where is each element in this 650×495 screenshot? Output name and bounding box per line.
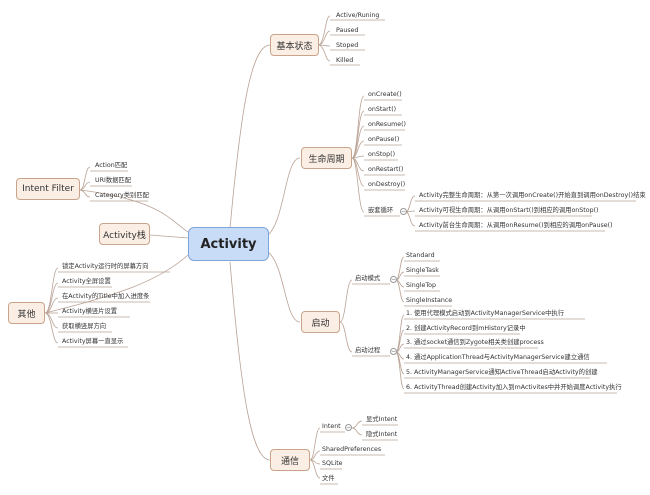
lifecycle-item[interactable]: onPause() — [368, 136, 400, 143]
comm-intent-item[interactable]: 显式Intent — [366, 416, 398, 423]
comm-intent-item[interactable]: 隐式Intent — [366, 431, 398, 438]
lifecycle-nested-item[interactable]: Activity完整生命周期：从第一次调用onCreate()开始直到调用onD… — [419, 192, 646, 199]
lifecycle-item[interactable]: onDestroy() — [368, 181, 406, 188]
launch-process-step[interactable]: 3. 通过socket通信到Zygote相关类创建process — [406, 339, 544, 346]
branch-lifecycle[interactable]: 生命周期 — [301, 147, 352, 169]
launch-process-step[interactable]: 1. 使用代理模式启动到ActivityManagerService中执行 — [406, 310, 564, 317]
collapse-toggle-icon[interactable]: − — [345, 424, 352, 431]
branch-activity-stack[interactable]: Activity栈 — [99, 223, 150, 245]
launch-mode-item[interactable]: SingleTask — [406, 267, 439, 274]
launch-mode-item[interactable]: Standard — [406, 252, 435, 259]
lifecycle-item[interactable]: onResume() — [368, 121, 407, 128]
launch-process-label[interactable]: 启动过程 — [355, 347, 381, 354]
state-item[interactable]: Active/Runing — [336, 12, 380, 19]
filter-item[interactable]: Category类别匹配 — [95, 192, 149, 199]
launch-mode-item[interactable]: SingleTop — [406, 282, 436, 289]
launch-mode-item[interactable]: SingleInstance — [406, 297, 453, 304]
launch-process-step[interactable]: 2. 创建ActivityRecord到mHistory记录中 — [406, 325, 526, 332]
other-item[interactable]: Activity屏幕一直显示 — [62, 338, 124, 345]
lifecycle-nested-item[interactable]: Activity前台生命周期：从调用onResume()到相应的调用onPaus… — [419, 222, 613, 229]
branch-other[interactable]: 其他 — [8, 302, 45, 324]
branch-launch[interactable]: 启动 — [301, 311, 340, 333]
other-item[interactable]: 获取横竖屏方向 — [62, 323, 107, 330]
launch-process-step[interactable]: 6. ActivityThread创建Activity加入到mActivites… — [406, 384, 622, 391]
comm-item[interactable]: SQLite — [322, 460, 343, 467]
branch-communication[interactable]: 通信 — [270, 449, 310, 471]
filter-item[interactable]: Action匹配 — [95, 162, 128, 169]
branch-state[interactable]: 基本状态 — [270, 34, 319, 56]
other-item[interactable]: 锁定Activity运行时的屏幕方向 — [62, 263, 149, 270]
branch-intent-filter[interactable]: Intent Filter — [16, 178, 80, 200]
state-item[interactable]: Paused — [336, 27, 359, 34]
collapse-toggle-icon[interactable]: − — [390, 348, 397, 355]
central-topic[interactable]: Activity — [188, 227, 269, 261]
collapse-toggle-icon[interactable]: − — [400, 208, 407, 215]
comm-item[interactable]: SharedPreferences — [322, 446, 382, 453]
lifecycle-nested-item[interactable]: Activity可视生命周期：从调用onStart()到相应的调用onStop(… — [419, 207, 599, 214]
lifecycle-item[interactable]: onCreate() — [368, 91, 402, 98]
other-item[interactable]: Activity横竖片设置 — [62, 308, 118, 315]
launch-process-step[interactable]: 5. ActivityManagerService通知ActiveThread启… — [406, 369, 598, 376]
collapse-toggle-icon[interactable]: − — [390, 276, 397, 283]
state-item[interactable]: Stoped — [336, 42, 359, 49]
comm-intent-label[interactable]: Intent — [322, 423, 341, 430]
filter-item[interactable]: URI数据匹配 — [95, 177, 132, 184]
other-item[interactable]: Activity全屏设置 — [62, 278, 111, 285]
lifecycle-nested-label[interactable]: 嵌套循环 — [368, 207, 394, 214]
other-item[interactable]: 在Activity的Title中加入进度条 — [62, 293, 150, 300]
launch-process-step[interactable]: 4. 通过ApplicationThread与ActivityManagerSe… — [406, 354, 590, 361]
lifecycle-item[interactable]: onStart() — [368, 106, 397, 113]
state-item[interactable]: Killed — [336, 57, 354, 64]
comm-item[interactable]: 文件 — [322, 475, 335, 482]
launch-mode-label[interactable]: 启动模式 — [355, 275, 381, 282]
lifecycle-item[interactable]: onRestart() — [368, 166, 404, 173]
lifecycle-item[interactable]: onStop() — [368, 151, 396, 158]
